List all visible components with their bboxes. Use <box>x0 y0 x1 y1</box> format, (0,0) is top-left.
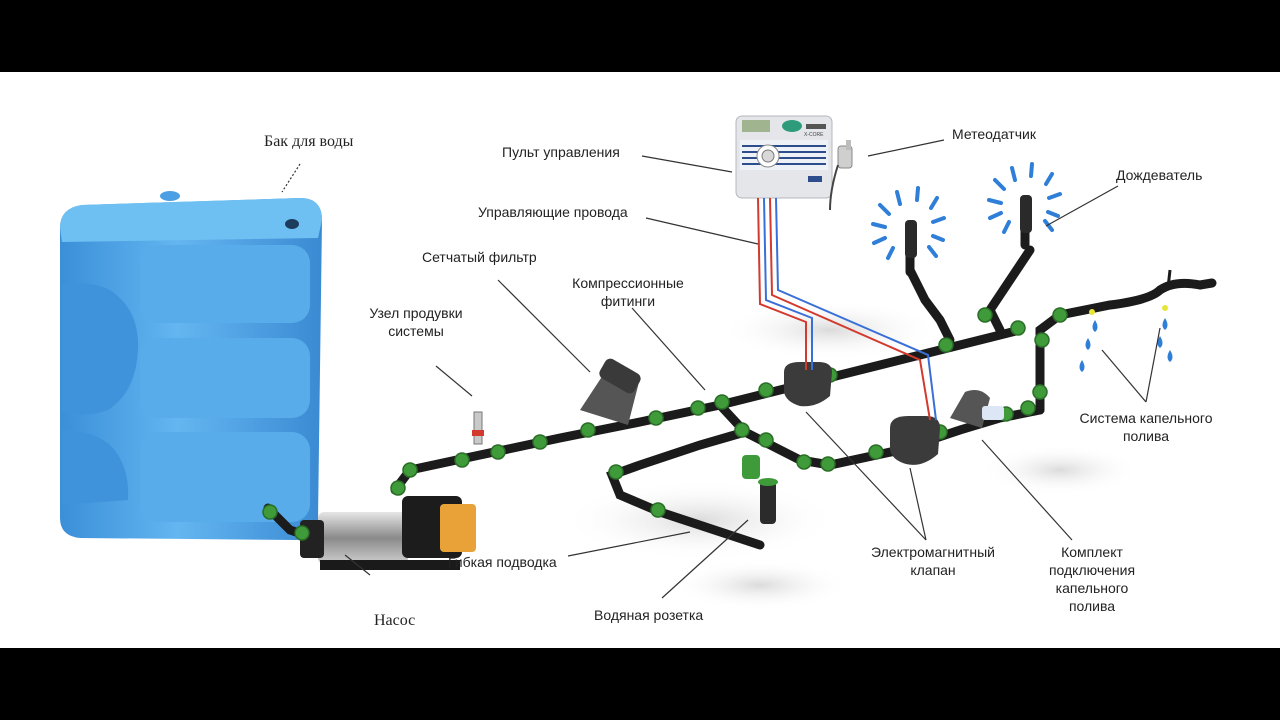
controller <box>735 115 833 199</box>
pump <box>300 496 476 570</box>
water-tank <box>60 191 322 540</box>
drip-filter <box>950 390 1004 428</box>
solenoid-valves <box>784 362 940 465</box>
label-weather-sensor: Метеодатчик <box>952 126 1036 142</box>
label-drip-system-line1: Система капельного <box>1079 410 1213 426</box>
mesh-filter <box>580 358 641 425</box>
label-drip-kit-line1: Комплект <box>1061 544 1123 560</box>
label-drip-kit-line2: подключения <box>1048 562 1136 578</box>
letterbox-bottom <box>0 648 1280 720</box>
sprinkler-spray-right <box>987 162 1062 234</box>
fittings <box>262 307 1068 541</box>
letterbox-top <box>0 0 1280 72</box>
label-drip-kit-line4: полива <box>1068 598 1116 614</box>
leader-lines <box>281 139 1161 599</box>
label-solenoid-valve-line1: Электромагнитный <box>871 544 995 560</box>
drip-drops <box>1079 318 1173 372</box>
label-drip-system-line2: полива <box>1122 428 1170 444</box>
label-pump: Насос <box>374 612 416 629</box>
label-purge-node: Узел продувки системы <box>354 304 478 340</box>
control-wires <box>757 197 937 421</box>
drip-line-stake <box>1166 269 1172 289</box>
label-drip-kit-line3: капельного <box>1055 580 1129 596</box>
purge-valve <box>472 411 484 445</box>
water-sockets <box>742 455 778 524</box>
label-sprinkler: Дождеватель <box>1116 167 1203 183</box>
label-solenoid-valve-line2: клапан <box>910 562 956 578</box>
label-compression-fittings-line2: фитинги <box>600 293 656 309</box>
label-mesh-filter: Сетчатый фильтр <box>422 249 537 265</box>
label-flexible-hose: Гибкая подводка <box>448 554 557 570</box>
label-compression-fittings-line1: Компрессионные <box>572 275 684 291</box>
label-tank: Бак для воды <box>264 133 354 150</box>
weather-sensor <box>829 140 853 211</box>
label-drip-system: Система капельного полива <box>1064 409 1228 445</box>
label-drip-kit: Комплект подключения капельного полива <box>1036 543 1148 615</box>
label-compression-fittings: Компрессионные фитинги <box>560 274 696 310</box>
controller-brand: X-CORE <box>804 132 824 138</box>
label-purge-node-line2: системы <box>388 323 444 339</box>
label-purge-node-line1: Узел продувки <box>369 305 463 321</box>
sprinkler-spray-left <box>871 186 946 260</box>
label-water-socket: Водяная розетка <box>594 607 704 623</box>
label-controller: Пульт управления <box>502 144 620 160</box>
drip-emitters <box>1089 305 1168 315</box>
label-control-wires: Управляющие провода <box>478 204 628 220</box>
sprinklers <box>905 195 1032 258</box>
label-solenoid-valve: Электромагнитный клапан <box>858 543 1008 579</box>
